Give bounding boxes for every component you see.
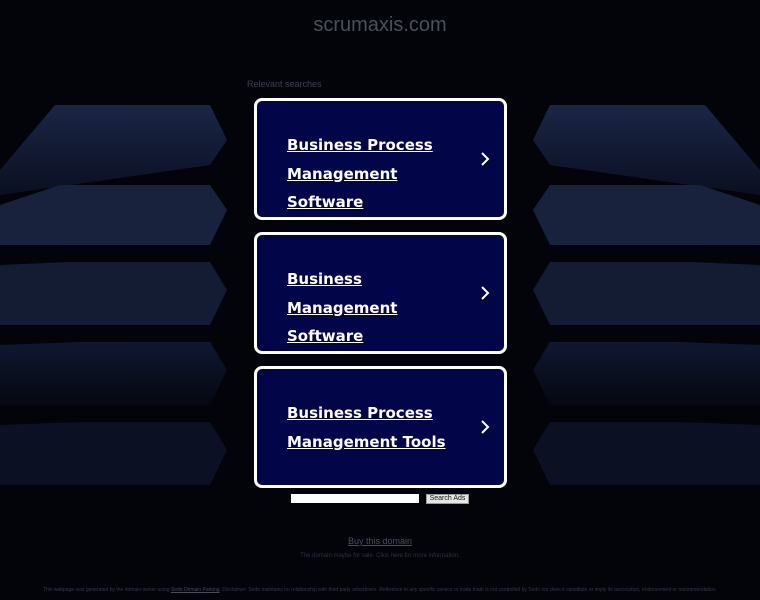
related-search-card[interactable]: Business Management Software (254, 232, 507, 354)
disclaimer-prefix: This webpage was generated by the domain… (43, 587, 171, 593)
related-search-link[interactable]: Business Process Management Tools (287, 404, 446, 451)
sedo-parking-link[interactable]: Sedo Domain Parking (170, 587, 220, 593)
related-search-link[interactable]: Business Management Software (287, 270, 398, 345)
search-input[interactable] (291, 494, 419, 503)
related-search-list: Business Process Management Software Bus… (254, 98, 507, 500)
chevron-right-icon (481, 286, 490, 300)
domain-sale-info[interactable]: The domain maybe for sale. Click here fo… (300, 553, 460, 559)
related-search-card[interactable]: Business Process Management Tools (254, 366, 507, 488)
disclaimer-text: This webpage was generated by the domain… (40, 587, 720, 593)
relevant-searches-label: Relevant searches (247, 79, 322, 89)
domain-title: scrumaxis.com (313, 14, 447, 36)
chevron-right-icon (481, 152, 490, 166)
search-form: Search Ads (291, 494, 471, 505)
related-search-card[interactable]: Business Process Management Software (254, 98, 507, 220)
chevron-right-icon (481, 420, 490, 434)
related-search-link[interactable]: Business Process Management Software (287, 136, 433, 211)
buy-domain-link[interactable]: Buy this domain (347, 536, 413, 546)
disclaimer-suffix: . Disclaimer: Sedo maintains no relation… (219, 587, 717, 593)
search-ads-button[interactable]: Search Ads (426, 494, 469, 504)
